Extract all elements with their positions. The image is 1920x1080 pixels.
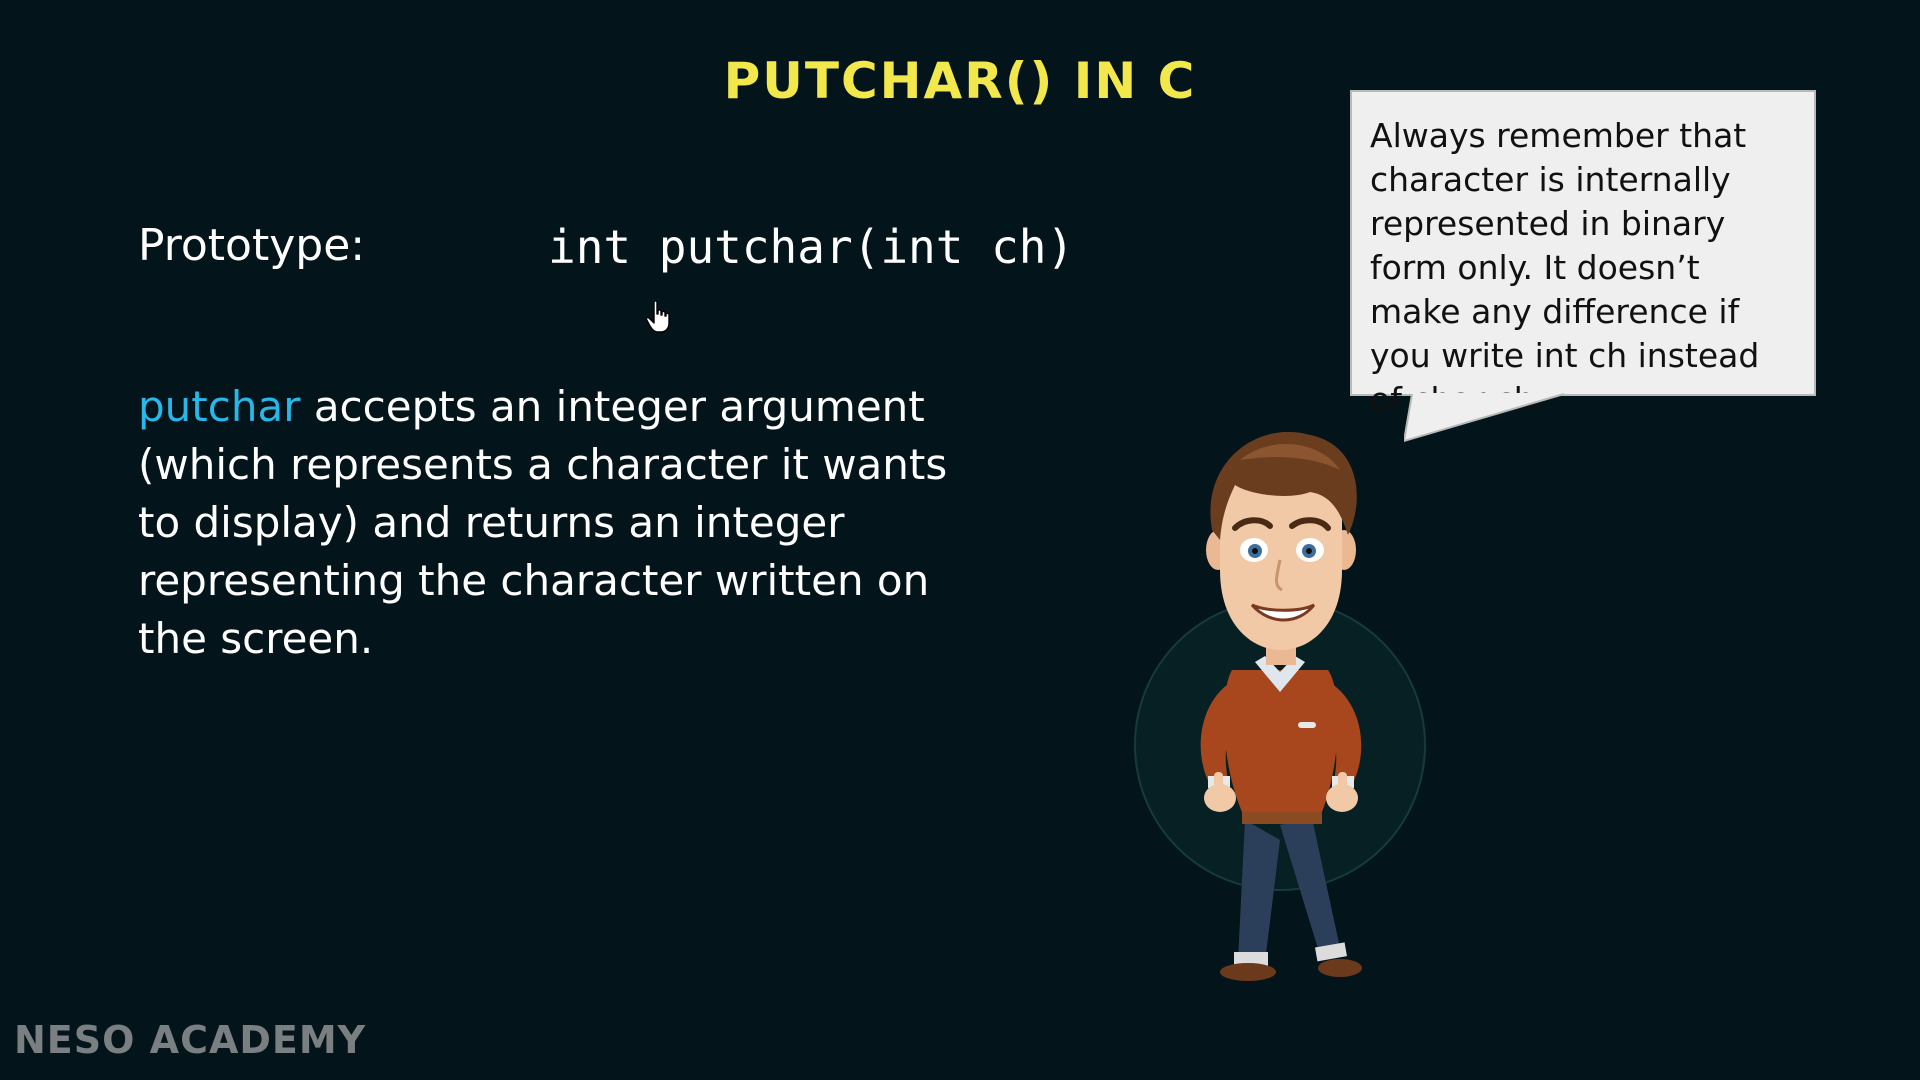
prototype-label: Prototype:	[138, 220, 366, 271]
hand-pointer-icon	[645, 300, 670, 333]
speech-bubble-tail	[1404, 393, 1565, 443]
putchar-description: putchar accepts an integer argument (whi…	[138, 378, 978, 668]
slide-title: PUTCHAR() IN C	[723, 52, 1197, 110]
description-text: accepts an integer argument (which repre…	[138, 382, 948, 663]
putchar-keyword: putchar	[138, 382, 301, 431]
cartoon-teacher-illustration	[1134, 431, 1426, 981]
prototype-code: int putchar(int ch)	[548, 220, 1075, 274]
neso-academy-watermark: NESO ACADEMY	[14, 1018, 367, 1062]
speech-bubble: Always remember that character is intern…	[1350, 90, 1816, 419]
